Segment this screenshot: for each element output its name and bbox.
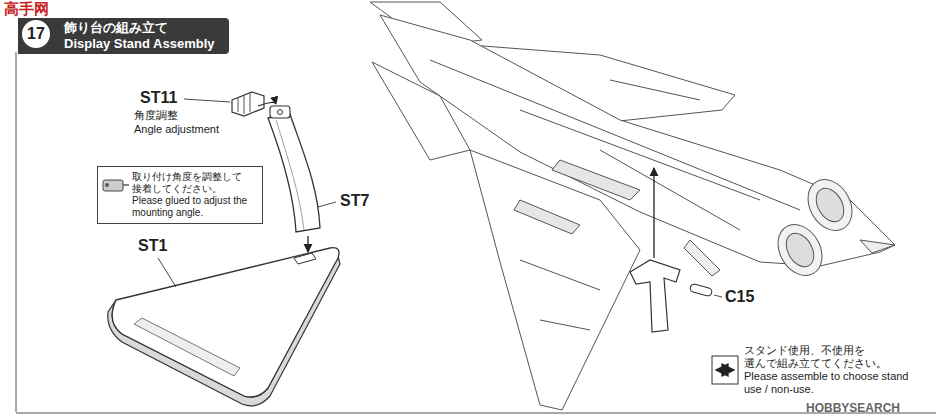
part-number: ST7 [340,192,369,210]
step-number: 17 [20,18,52,50]
part-number: C15 [725,288,754,306]
title-band: 飾り台の組み立てDisplay Stand Assembly 17 [18,18,229,54]
part-number: ST1 [138,237,167,255]
node-text: Display Stand Assembly [64,36,215,52]
node-text: 飾り台の組み立て [64,20,215,36]
note-text: Please assemble to choose stand use / no… [744,370,929,395]
note-box: 取り付け角度を調整して 接着してください。Please glued to adj… [97,166,263,224]
watermark: 高手网 [4,0,49,17]
note-text: Angle adjustment [134,123,219,136]
note-text: 角度調整 [134,109,178,122]
note-text: スタンド使用、不使用を 選んで組み立ててください。 [744,344,929,369]
node-text: 17 [27,26,45,42]
part-number: ST11 [140,89,177,107]
watermark: HOBBYSEARCH [806,402,900,416]
node-text: 取り付け角度を調整して 接着してください。 [132,171,258,195]
node-text: Please glued to adjust the mounting angl… [132,195,258,219]
